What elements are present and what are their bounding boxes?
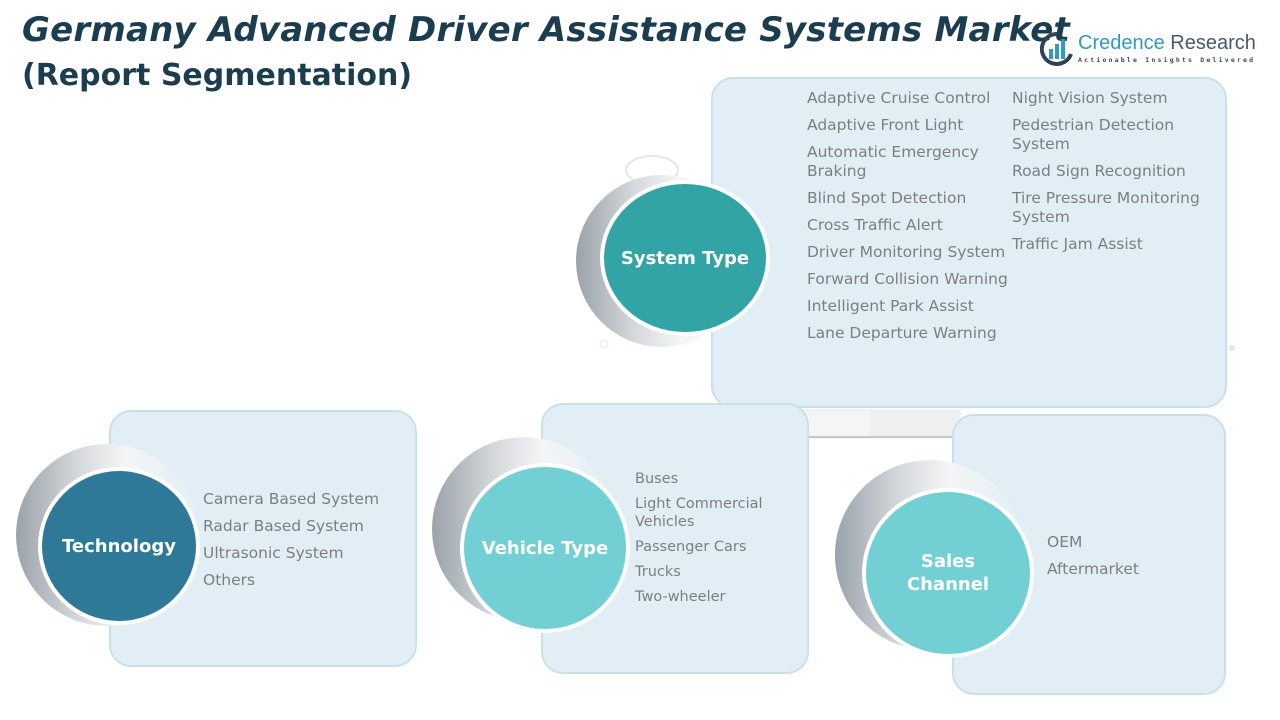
list-item: Others <box>203 571 256 589</box>
page-title: Germany Advanced Driver Assistance Syste… <box>22 10 1070 50</box>
list-item: Light Commercial Vehicles <box>635 496 763 530</box>
list-item: Ultrasonic System <box>203 544 344 562</box>
sales-channel-circle: Sales Channel <box>862 488 1034 658</box>
bar-chart-in-circle-icon <box>1040 32 1073 66</box>
list-item: Night Vision System <box>1012 89 1168 107</box>
logo-wordmark: Credence Research <box>1078 32 1256 55</box>
system-type-circle: System Type <box>600 180 770 336</box>
list-item: Pedestrian Detection System <box>1012 116 1175 153</box>
page-subtitle: (Report Segmentation) <box>22 58 413 93</box>
list-item: Buses <box>635 471 679 487</box>
list-item: Passenger Cars <box>635 539 747 555</box>
list-item: Lane Departure Warning <box>807 324 997 342</box>
logo-name-part2: Research <box>1164 32 1256 54</box>
vehicle-type-label: Vehicle Type <box>481 537 609 559</box>
list-item: Automatic Emergency Braking <box>807 143 979 180</box>
list-item: Blind Spot Detection <box>807 189 967 207</box>
vehicle-type-circle: Vehicle Type <box>460 463 630 633</box>
sales-channel-label-line1: Sales <box>920 551 976 572</box>
technology-label: Technology <box>62 535 176 557</box>
list-item: Tire Pressure Monitoring System <box>1012 189 1200 226</box>
list-item: OEM <box>1047 533 1083 551</box>
vehicle-type-list: Buses Light Commercial Vehicles Passenge… <box>635 470 795 613</box>
credence-research-logo: Credence Research Actionable Insights De… <box>1040 30 1260 70</box>
logo-name-part1: Credence <box>1078 32 1165 54</box>
sales-channel-list: OEM Aftermarket <box>1047 533 1197 587</box>
list-item: Forward Collision Warning <box>807 270 1008 288</box>
system-type-list-col1: Adaptive Cruise Control Adaptive Front L… <box>807 89 1012 351</box>
list-item: Road Sign Recognition <box>1012 162 1186 180</box>
list-item: Cross Traffic Alert <box>807 216 943 234</box>
list-item: Radar Based System <box>203 517 364 535</box>
list-item: Trucks <box>635 564 681 580</box>
list-item: Adaptive Front Light <box>807 116 964 134</box>
technology-list: Camera Based System Radar Based System U… <box>203 490 403 598</box>
technology-circle: Technology <box>38 467 200 625</box>
sales-channel-label-line2: Channel <box>906 574 990 595</box>
system-type-label: System Type <box>620 247 750 269</box>
sales-channel-card <box>952 414 1226 695</box>
list-item: Driver Monitoring System <box>807 243 1006 261</box>
logo-tagline: Actionable Insights Delivered <box>1078 56 1256 64</box>
list-item: Aftermarket <box>1047 560 1139 578</box>
system-type-list-col2: Night Vision System Pedestrian Detection… <box>1012 89 1212 262</box>
list-item: Traffic Jam Assist <box>1012 235 1143 253</box>
list-item: Adaptive Cruise Control <box>807 89 991 107</box>
list-item: Two-wheeler <box>635 589 726 605</box>
list-item: Camera Based System <box>203 490 380 508</box>
list-item: Intelligent Park Assist <box>807 297 974 315</box>
